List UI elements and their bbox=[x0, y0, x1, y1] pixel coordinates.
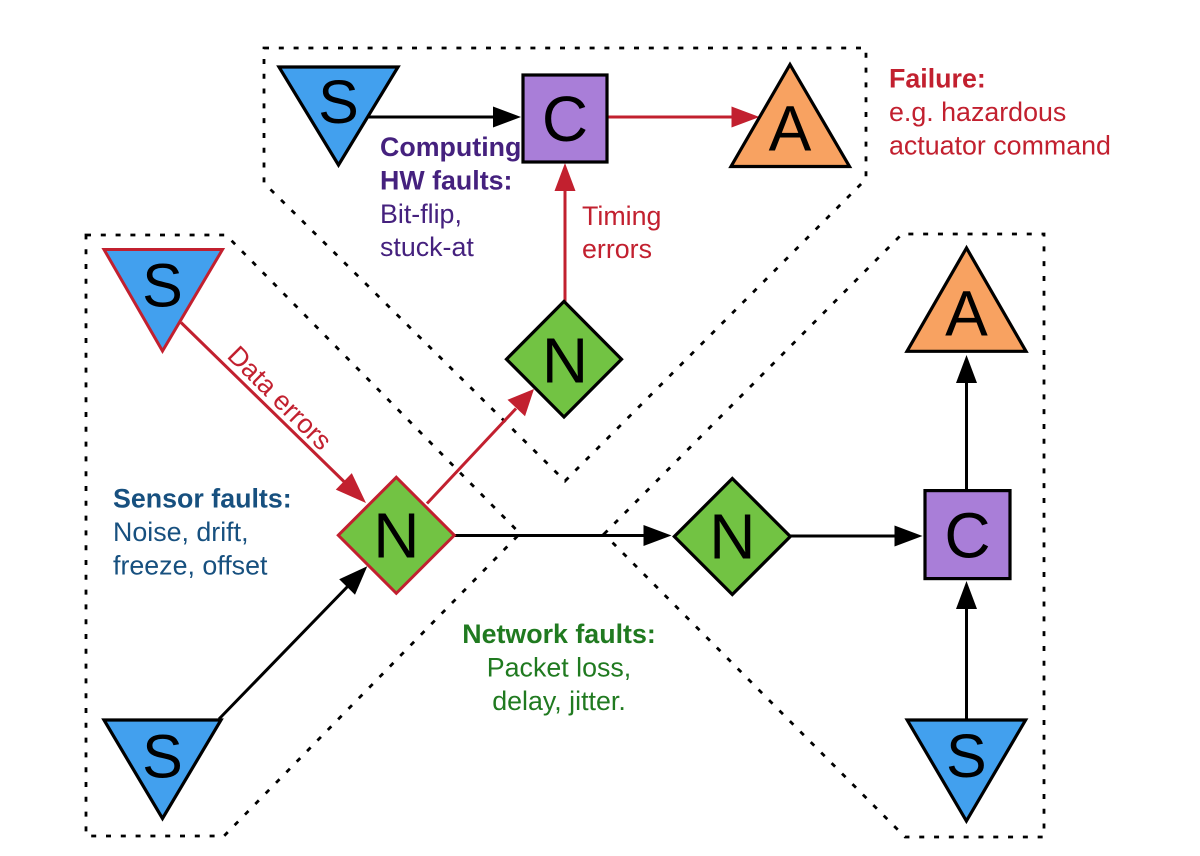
svg-text:delay, jitter.: delay, jitter. bbox=[492, 686, 626, 716]
svg-text:e.g. hazardous: e.g. hazardous bbox=[889, 97, 1066, 127]
svg-text:Network faults:: Network faults: bbox=[462, 619, 656, 649]
svg-text:Sensor faults:: Sensor faults: bbox=[113, 484, 292, 514]
svg-text:stuck-at: stuck-at bbox=[380, 232, 474, 262]
svg-text:N: N bbox=[542, 324, 588, 396]
svg-text:Computing: Computing bbox=[380, 132, 521, 162]
svg-text:Bit-flip,: Bit-flip, bbox=[380, 199, 462, 229]
svg-text:S: S bbox=[318, 68, 359, 136]
svg-text:S: S bbox=[946, 722, 987, 790]
svg-text:C: C bbox=[542, 83, 588, 155]
svg-text:S: S bbox=[142, 252, 183, 320]
svg-text:S: S bbox=[142, 723, 183, 791]
svg-text:HW faults:: HW faults: bbox=[380, 165, 512, 195]
svg-text:N: N bbox=[373, 499, 419, 571]
svg-text:Packet loss,: Packet loss, bbox=[487, 653, 631, 683]
svg-text:actuator command: actuator command bbox=[889, 130, 1111, 160]
svg-text:Timing: Timing bbox=[582, 201, 661, 231]
svg-text:A: A bbox=[769, 93, 812, 165]
svg-text:A: A bbox=[945, 277, 988, 349]
svg-text:N: N bbox=[709, 501, 755, 573]
svg-text:Noise, drift,: Noise, drift, bbox=[113, 517, 249, 547]
svg-text:C: C bbox=[944, 500, 990, 572]
svg-text:Failure:: Failure: bbox=[889, 64, 986, 94]
svg-text:freeze, offset: freeze, offset bbox=[113, 551, 268, 581]
svg-text:errors: errors bbox=[582, 234, 652, 264]
